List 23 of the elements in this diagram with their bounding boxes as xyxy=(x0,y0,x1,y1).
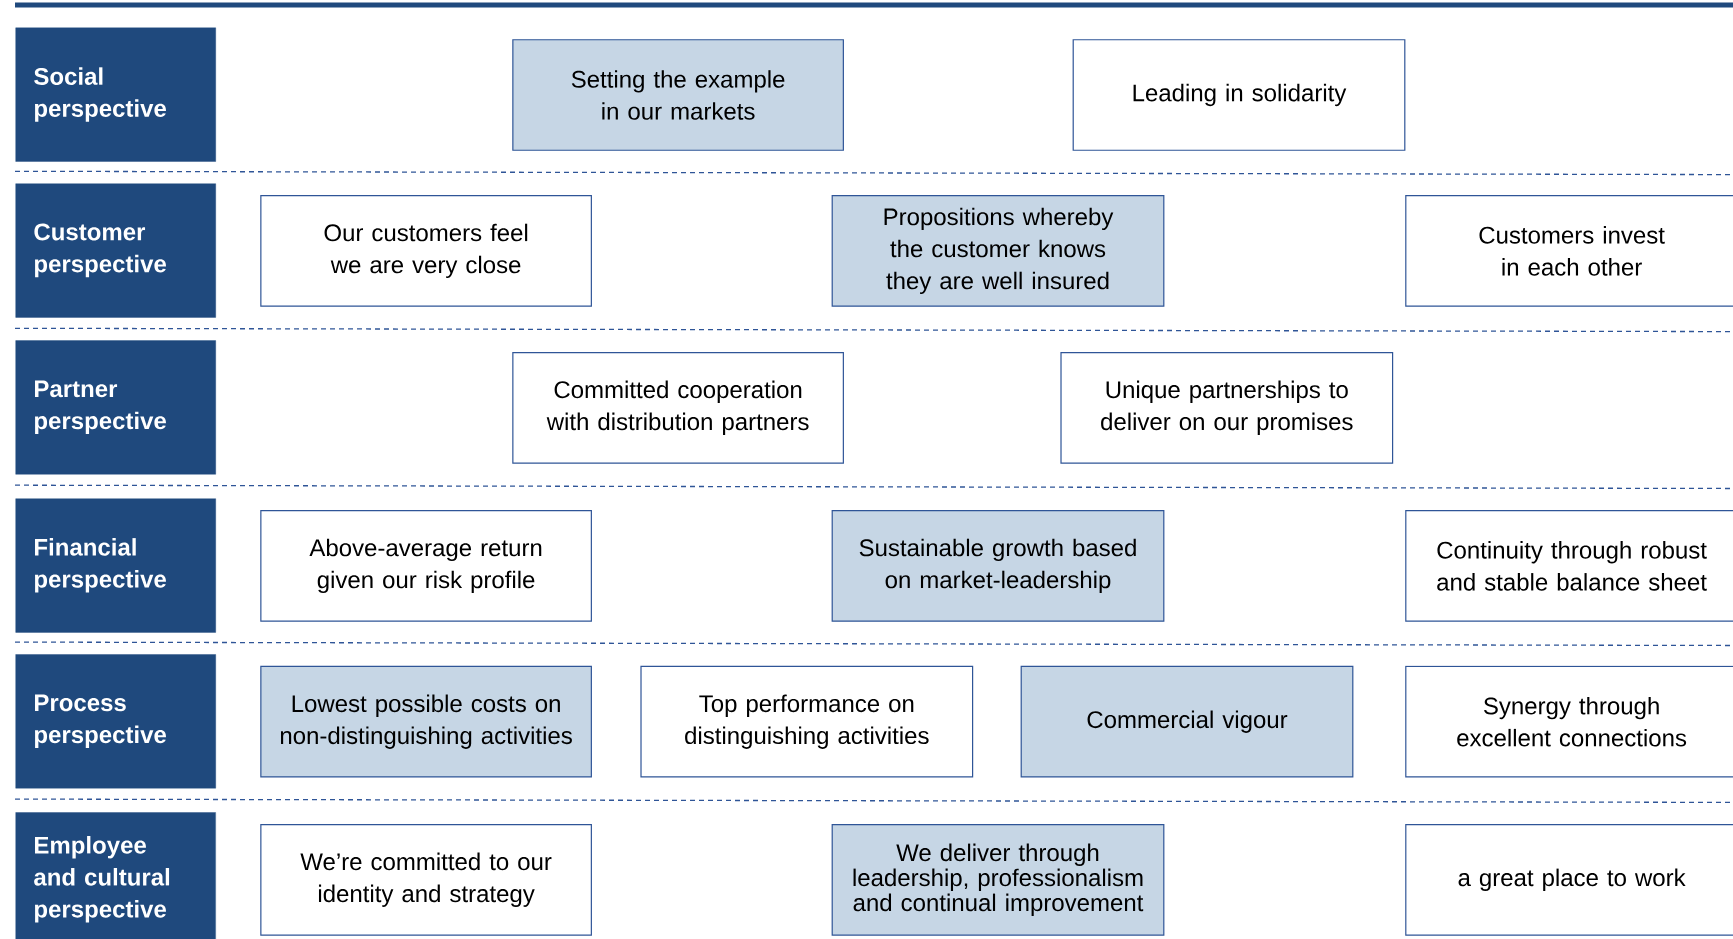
objective-box: Unique partnerships to deliver on our promises xyxy=(1060,351,1394,464)
perspective-header: Process perspective xyxy=(15,654,216,789)
perspective-header: Financial perspective xyxy=(15,498,216,633)
objective-box: We’re committed to our identity and strategy xyxy=(260,823,592,936)
perspective-header: Social perspective xyxy=(15,27,216,162)
objective-box: Propositions whereby the customer knows they are well insured xyxy=(831,195,1165,307)
objective-box: Commercial vigour xyxy=(1020,665,1354,778)
objective-box: We deliver through leadership, professionalism and continual improvement xyxy=(831,823,1165,936)
objective-box: Synergy through excellent connections xyxy=(1405,665,1733,778)
objective-box: Continuity through robust and stable balance sheet xyxy=(1405,510,1733,622)
objective-box: Committed cooperation with distribution partners xyxy=(512,351,844,464)
perspective-header: Customer perspective xyxy=(15,183,216,318)
objective-box: a great place to work xyxy=(1405,823,1733,936)
objective-box: Sustainable growth based on market-leadership xyxy=(831,510,1165,622)
objective-box: Setting the example in our markets xyxy=(512,39,844,151)
objective-box: Above-average return given our risk profile xyxy=(260,510,592,622)
perspective-header: Employee and cultural perspective xyxy=(15,812,216,939)
objective-box: Customers invest in each other xyxy=(1405,195,1733,307)
objective-box: Lowest possible costs on non-distinguishing activities xyxy=(260,665,592,778)
objective-box: Top performance on distinguishing activities xyxy=(640,665,974,778)
objective-box: Our customers feel we are very close xyxy=(260,195,592,307)
perspective-header: Partner perspective xyxy=(15,340,216,475)
objective-box: Leading in solidarity xyxy=(1072,39,1406,151)
